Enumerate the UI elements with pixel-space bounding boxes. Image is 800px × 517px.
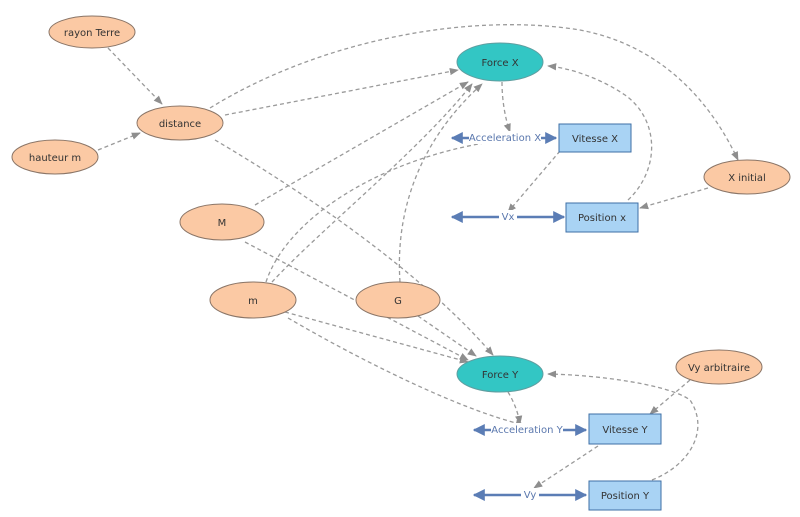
link-m-accel-y — [287, 317, 525, 427]
flows — [450, 132, 588, 501]
ellipse-shape — [675, 349, 763, 385]
stock-vitesse-y[interactable]: Vitesse Y — [588, 413, 662, 445]
ellipse-shape — [209, 281, 297, 319]
acceleration-y-label: Acceleration Y — [491, 425, 563, 436]
node-rayon-terre[interactable]: rayon Terre — [48, 15, 136, 49]
link-vitesse-y-vy — [533, 445, 599, 489]
ellipse-shape — [11, 139, 99, 175]
node-label: M — [218, 218, 227, 229]
link-m-force-y — [284, 311, 469, 364]
ellipse-shape — [48, 15, 136, 49]
node-M[interactable]: M — [179, 203, 265, 241]
node-label: distance — [159, 119, 201, 130]
ellipse-shape — [703, 159, 791, 195]
link-x-initial-position-x — [639, 187, 709, 210]
flow-label-bg — [521, 488, 539, 501]
flow-labels: Acceleration X Vx Acceleration Y Vy — [469, 131, 564, 501]
vx-label: Vx — [502, 212, 515, 223]
link-hauteur-distance — [97, 132, 141, 151]
ellipse-shape — [456, 42, 544, 82]
stock-shape — [588, 480, 662, 511]
flow-label-bg — [469, 131, 541, 144]
stock-vitesse-x[interactable]: Vitesse X — [558, 123, 632, 153]
acceleration-x-label: Acceleration X — [469, 133, 541, 144]
flow-label-bg — [499, 210, 517, 223]
link-distance-force-x — [224, 67, 459, 116]
node-vy-arbitraire[interactable]: Vy arbitraire — [675, 349, 763, 385]
ellipse-shape — [355, 281, 441, 319]
link-M-force-x — [254, 81, 469, 206]
node-label: X initial — [728, 173, 766, 184]
stock-label: Vitesse X — [572, 134, 618, 145]
node-label: G — [394, 296, 402, 307]
node-label: Vy arbitraire — [688, 363, 750, 374]
link-G-force-x — [398, 83, 483, 283]
link-force-y-accel-y — [507, 391, 523, 425]
link-G-force-y — [417, 315, 477, 357]
node-label: Force Y — [482, 370, 519, 381]
node-hauteur-m[interactable]: hauteur m — [11, 139, 99, 175]
ellipse-shape — [456, 355, 544, 393]
link-rayon-terre-distance — [107, 47, 163, 105]
node-force-y[interactable]: Force Y — [456, 355, 544, 393]
link-position-y-force-y — [547, 370, 699, 481]
flow-label-bg — [491, 423, 563, 436]
node-label: hauteur m — [29, 153, 81, 164]
node-label: m — [248, 296, 258, 307]
stock-shape — [588, 413, 662, 445]
ellipse-shape — [179, 203, 265, 241]
node-force-x[interactable]: Force X — [456, 42, 544, 82]
node-m[interactable]: m — [209, 281, 297, 319]
vy-label: Vy — [524, 490, 537, 501]
link-vitesse-x-vx — [507, 150, 561, 213]
node-distance[interactable]: distance — [136, 105, 224, 141]
node-label: rayon Terre — [64, 28, 120, 39]
link-position-x-force-x — [547, 63, 653, 201]
link-force-x-accel-x — [501, 81, 511, 133]
link-distance-x-initial — [209, 24, 739, 161]
node-x-initial[interactable]: X initial — [703, 159, 791, 195]
stock-label: Vitesse Y — [602, 425, 648, 436]
stock-shape — [558, 123, 632, 153]
stock-shape — [565, 202, 639, 233]
stock-label: Position x — [578, 213, 626, 224]
link-distance-force-y — [214, 139, 494, 356]
influence-links — [97, 24, 739, 489]
link-m-force-x — [271, 83, 473, 283]
ellipse-shape — [136, 105, 224, 141]
stock-position-x[interactable]: Position x — [565, 202, 639, 233]
stock-position-y[interactable]: Position Y — [588, 480, 662, 511]
node-G[interactable]: G — [355, 281, 441, 319]
link-m-accel-x — [265, 136, 515, 283]
link-vy-arbitraire-vitesse-y — [649, 379, 691, 415]
stock-label: Position Y — [601, 491, 650, 502]
node-label: Force X — [481, 58, 518, 69]
